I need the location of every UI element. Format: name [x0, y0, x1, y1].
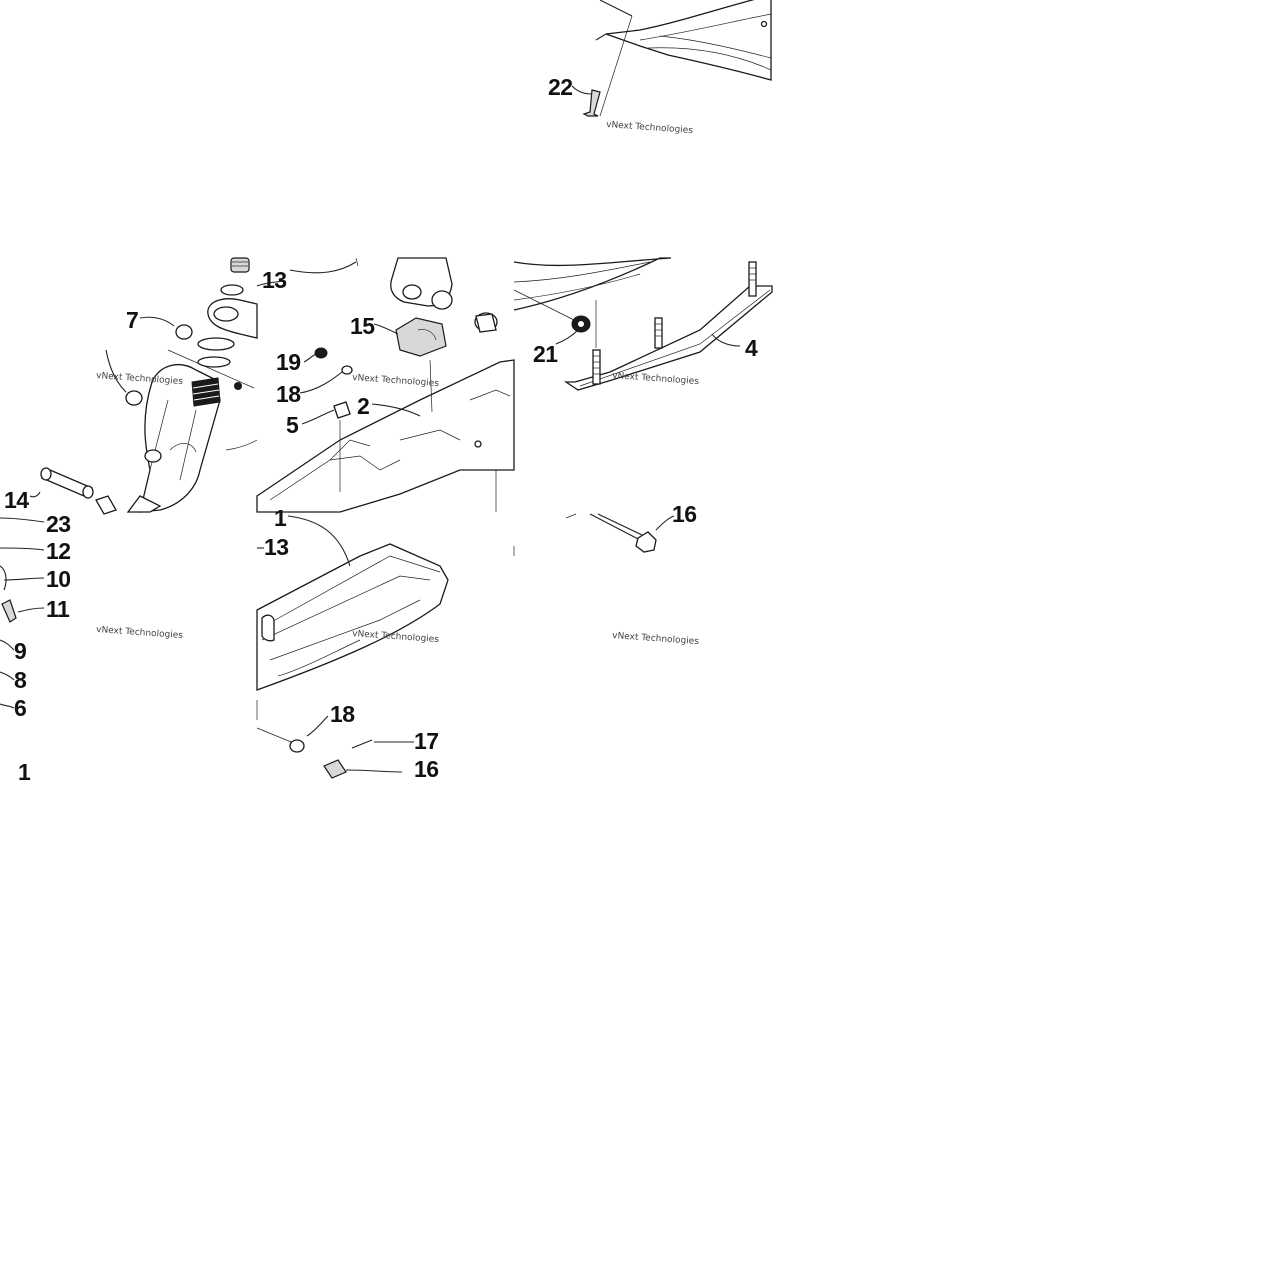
callout-2: 2: [357, 393, 369, 419]
callout-8: 8: [14, 667, 27, 693]
tile-top-ski-tip: 22 vNext Technologies: [548, 0, 772, 136]
callout-18-lower: 18: [330, 701, 355, 727]
callout-15: 15: [350, 313, 375, 339]
tile-wear-bar: 21 4 vNext Technologies: [513, 257, 773, 391]
callout-13-lower: 13: [264, 534, 289, 560]
watermark: vNext Technologies: [606, 120, 694, 136]
callout-16: 16: [414, 756, 439, 782]
watermark: vNext Technologies: [612, 371, 700, 387]
tile-ski-rear: 1 13 18 17 16 vNext Technologies: [256, 505, 449, 782]
tile-long-bolt: 16 vNext Technologies: [513, 501, 700, 647]
callout-5: 5: [286, 412, 299, 438]
bolt-22: [582, 89, 601, 117]
callout-10: 10: [46, 566, 71, 592]
callout-23: 23: [46, 511, 71, 537]
callout-6: 6: [14, 695, 26, 721]
long-bolt: [635, 531, 657, 553]
callout-1: 1: [274, 505, 287, 531]
bolt-11: [1, 599, 17, 623]
callout-17: 17: [414, 728, 439, 754]
tile-saddle: 15 19 18 5 2 vNext Technologies: [256, 257, 515, 513]
callout-22: 22: [548, 74, 573, 100]
ski-body: [256, 359, 515, 513]
callout-13: 13: [262, 267, 287, 293]
callout-1-partial: 1: [18, 759, 31, 785]
callout-7: 7: [126, 307, 138, 333]
callout-4: 4: [745, 335, 758, 361]
callout-16-partial: 16: [672, 501, 697, 527]
tile-spindle: 7 13 vNext Technologies: [96, 257, 287, 513]
tile-spindle-hardware: 14 23 12 10 11 9 8 6 1 vNext Technologie…: [0, 467, 184, 785]
callout-19: 19: [276, 349, 301, 375]
callout-18: 18: [276, 381, 301, 407]
callout-14: 14: [4, 487, 29, 513]
callout-11: 11: [46, 596, 70, 622]
ski-rear-section: [256, 543, 449, 691]
watermark: vNext Technologies: [612, 631, 700, 647]
ski-saddle: [395, 317, 447, 357]
callout-12: 12: [46, 538, 71, 564]
callout-21: 21: [533, 341, 558, 367]
watermark: vNext Technologies: [352, 373, 440, 389]
callout-9: 9: [14, 638, 26, 664]
watermark: vNext Technologies: [96, 625, 184, 641]
